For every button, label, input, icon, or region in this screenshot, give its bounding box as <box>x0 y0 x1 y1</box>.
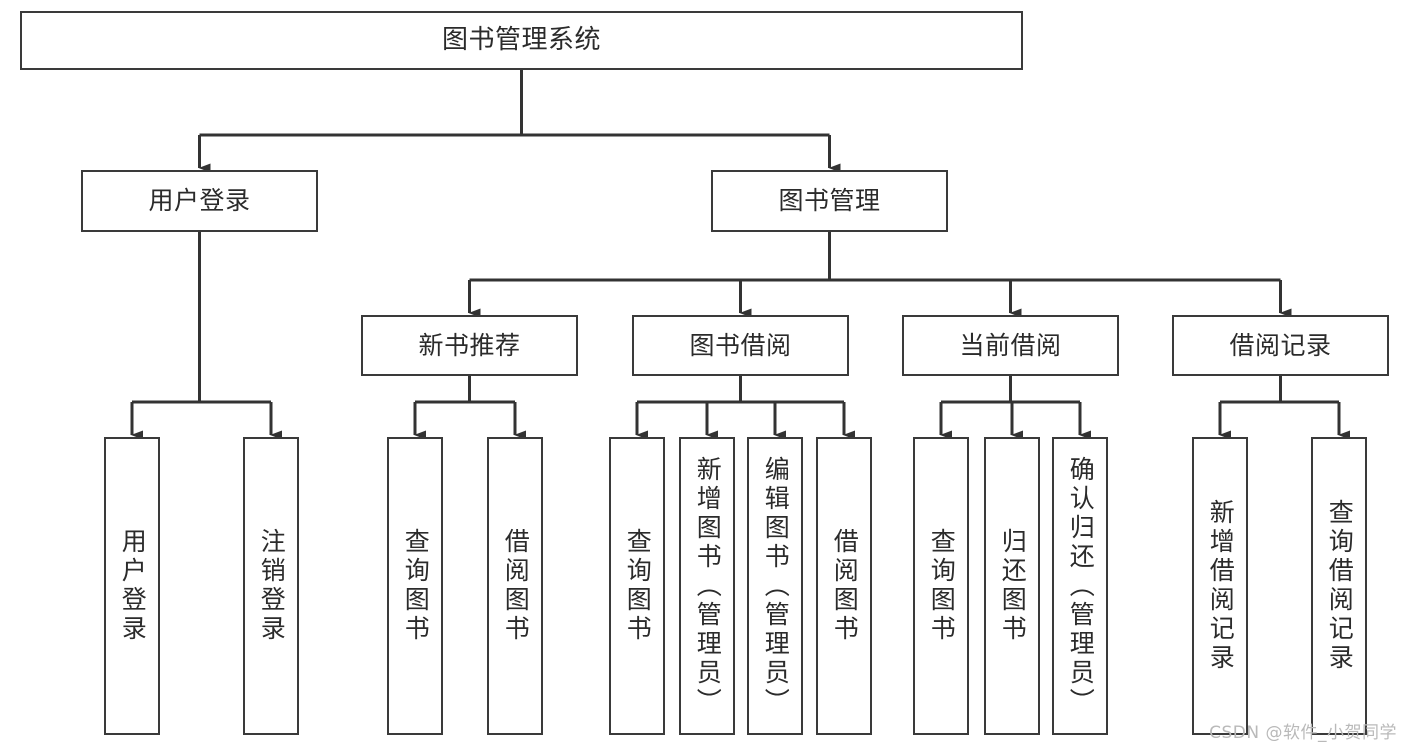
node-label: 借阅图书 <box>830 528 860 644</box>
node-leaf-borrow-book-1[interactable]: 借阅图书 <box>487 437 543 735</box>
node-borrow-record[interactable]: 借阅记录 <box>1172 315 1389 376</box>
node-leaf-borrow-book-2[interactable]: 借阅图书 <box>816 437 872 735</box>
node-leaf-query-book-3[interactable]: 查询图书 <box>913 437 969 735</box>
node-root[interactable]: 图书管理系统 <box>20 11 1023 70</box>
node-book-borrow[interactable]: 图书借阅 <box>632 315 849 376</box>
node-book-management[interactable]: 图书管理 <box>711 170 948 232</box>
node-label: 用户登录 <box>118 528 148 644</box>
node-label: 新增借阅记录 <box>1206 499 1236 673</box>
node-leaf-logout[interactable]: 注销登录 <box>243 437 299 735</box>
node-new-book-recommend[interactable]: 新书推荐 <box>361 315 578 376</box>
node-label: 借阅图书 <box>501 528 531 644</box>
node-leaf-query-record[interactable]: 查询借阅记录 <box>1311 437 1367 735</box>
node-label: 图书借阅 <box>689 330 792 360</box>
node-label: 当前借阅 <box>959 330 1062 360</box>
node-leaf-edit-book[interactable]: 编辑图书（管理员） <box>747 437 803 735</box>
node-label: 用户登录 <box>148 186 251 215</box>
node-label: 编辑图书（管理员） <box>761 455 791 717</box>
node-current-borrow[interactable]: 当前借阅 <box>902 315 1119 376</box>
node-leaf-add-book[interactable]: 新增图书（管理员） <box>679 437 735 735</box>
node-leaf-confirm-return[interactable]: 确认归还（管理员） <box>1052 437 1108 735</box>
node-leaf-query-book-2[interactable]: 查询图书 <box>609 437 665 735</box>
node-label: 图书管理 <box>778 186 881 215</box>
node-label: 查询借阅记录 <box>1325 499 1355 673</box>
node-label: 借阅记录 <box>1229 330 1332 360</box>
connector-bus-current-borrow <box>941 376 1080 404</box>
node-label: 归还图书 <box>998 528 1028 644</box>
node-label: 确认归还（管理员） <box>1066 455 1096 717</box>
connector-bus-new-book-recommend <box>415 376 515 404</box>
node-user-login[interactable]: 用户登录 <box>81 170 318 232</box>
watermark-text: CSDN @软件_小贺同学 <box>1209 723 1397 743</box>
node-label: 查询图书 <box>927 528 957 644</box>
node-label: 图书管理系统 <box>441 24 601 55</box>
node-label: 注销登录 <box>257 528 287 644</box>
connector-bus-borrow-record <box>1220 376 1339 404</box>
node-leaf-add-record[interactable]: 新增借阅记录 <box>1192 437 1248 735</box>
node-leaf-user-login[interactable]: 用户登录 <box>104 437 160 735</box>
node-label: 查询图书 <box>623 528 653 644</box>
node-label: 查询图书 <box>401 528 431 644</box>
node-leaf-query-book-1[interactable]: 查询图书 <box>387 437 443 735</box>
connector-bus-root <box>199 70 830 137</box>
node-label: 新书推荐 <box>418 330 521 360</box>
connector-bus-book-borrow <box>637 376 844 404</box>
node-label: 新增图书（管理员） <box>693 455 723 717</box>
connector-bus-user-login <box>132 232 271 404</box>
connector-bus-book-management <box>469 232 1281 282</box>
node-leaf-return-book[interactable]: 归还图书 <box>984 437 1040 735</box>
